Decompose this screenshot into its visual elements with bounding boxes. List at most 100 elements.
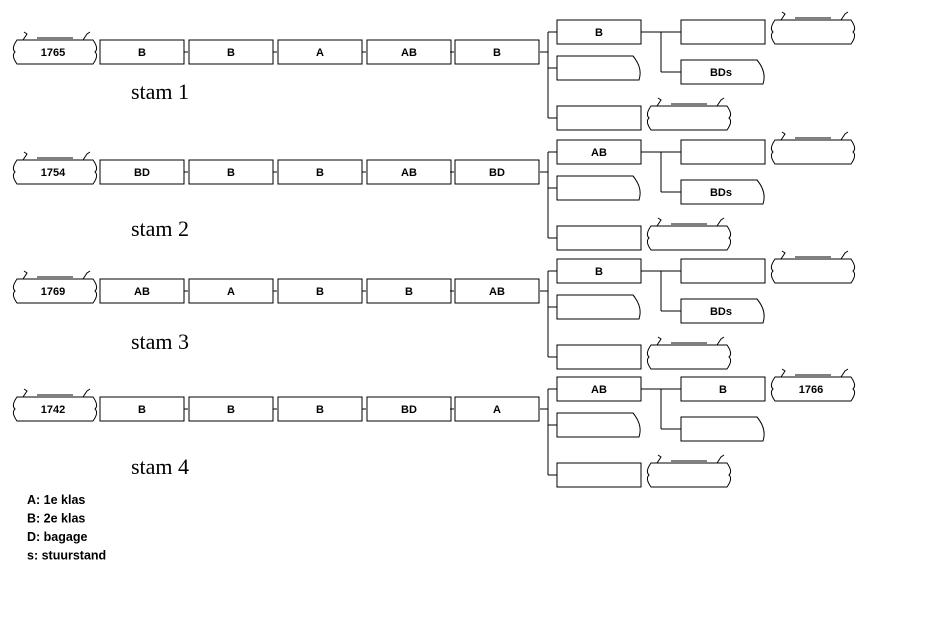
loco-body (770, 258, 856, 284)
horn-left (22, 270, 28, 280)
loco-body (770, 19, 856, 45)
loco-number: 1769 (41, 286, 65, 298)
cab-car-body (680, 416, 765, 442)
car-3: B (277, 396, 363, 422)
car-body (556, 462, 642, 488)
sub-top-car: B (680, 376, 766, 402)
loco-body (646, 462, 732, 488)
car-body (556, 225, 642, 251)
horn-left (656, 217, 662, 227)
car-1: BD (99, 159, 185, 185)
branch-top-car: AB (556, 376, 642, 402)
branch-bottom-loco (646, 454, 732, 488)
horn-right (82, 388, 91, 398)
stam-label: stam 1 (131, 79, 189, 104)
cab-car-body (680, 59, 765, 85)
car-body (454, 396, 540, 422)
horn-left (656, 454, 662, 464)
horn-left (656, 97, 662, 107)
car-type-label: B (316, 167, 324, 179)
cab-car-body (680, 179, 765, 205)
sub-end-loco (770, 11, 856, 45)
loco-body (646, 344, 732, 370)
loco-number: 1742 (41, 404, 65, 416)
branch-bottom-loco (646, 217, 732, 251)
loco-body (770, 139, 856, 165)
car-type-label: B (227, 167, 235, 179)
car-type-label: AB (591, 147, 607, 159)
sub-end-loco (770, 131, 856, 165)
car-type-label: AB (401, 167, 417, 179)
car-2: A (188, 278, 274, 304)
legend-item: B: 2e klas (27, 512, 85, 526)
horn-left (780, 131, 786, 141)
car-type-label: BDs (710, 306, 732, 318)
horn-right (840, 131, 849, 141)
car-body (454, 278, 540, 304)
car-5: AB (454, 278, 540, 304)
car-body (556, 376, 642, 402)
branch-cab-car (556, 55, 641, 81)
car-type-label: B (719, 384, 727, 396)
lead-loco: 1742 (12, 388, 98, 422)
sub-cab-car (680, 416, 765, 442)
cab-car-body (556, 412, 641, 438)
car-body (277, 159, 363, 185)
car-body (556, 344, 642, 370)
branch-cab-car (556, 294, 641, 320)
sub-cab-car: BDs (680, 179, 765, 205)
legend-item: s: stuurstand (27, 549, 106, 563)
car-type-label: B (138, 47, 146, 59)
car-5: A (454, 396, 540, 422)
stam-label: stam 2 (131, 216, 189, 241)
car-body (99, 39, 185, 65)
car-type-label: AB (401, 47, 417, 59)
branch-top-car: B (556, 258, 642, 284)
lead-loco: 1754 (12, 151, 98, 185)
horn-right (716, 454, 725, 464)
car-type-label: BDs (710, 67, 732, 79)
cab-car-body (680, 298, 765, 324)
car-3: A (277, 39, 363, 65)
car-body (556, 105, 642, 131)
stam-label: stam 3 (131, 329, 189, 354)
branch-top-car: AB (556, 139, 642, 165)
sub-end-loco: 1766 (770, 368, 856, 402)
car-body (454, 39, 540, 65)
car-body (188, 159, 274, 185)
car-body (680, 139, 766, 165)
loco-number: 1754 (41, 167, 66, 179)
car-body (188, 278, 274, 304)
trainset-row-2: 1754 BD B B AB BD stam 2 AB BDs (12, 131, 856, 251)
cab-car-body (556, 55, 641, 81)
loco-body (646, 105, 732, 131)
car-body (366, 278, 452, 304)
car-body (277, 278, 363, 304)
loco-body (12, 278, 98, 304)
branch-bottom-car (556, 344, 642, 370)
car-type-label: A (316, 47, 324, 59)
car-body (680, 258, 766, 284)
car-type-label: A (227, 286, 235, 298)
car-body (556, 139, 642, 165)
car-type-label: B (316, 286, 324, 298)
car-4: BD (366, 396, 452, 422)
car-body (277, 39, 363, 65)
car-type-label: BD (489, 167, 505, 179)
horn-right (840, 250, 849, 260)
cab-car-body (556, 294, 641, 320)
car-type-label: B (493, 47, 501, 59)
horn-right (716, 97, 725, 107)
car-1: B (99, 39, 185, 65)
sub-cab-car: BDs (680, 59, 765, 85)
sub-cab-car: BDs (680, 298, 765, 324)
car-body (454, 159, 540, 185)
branch-bottom-loco (646, 336, 732, 370)
sub-top-car (680, 258, 766, 284)
loco-body (12, 39, 98, 65)
horn-left (22, 388, 28, 398)
